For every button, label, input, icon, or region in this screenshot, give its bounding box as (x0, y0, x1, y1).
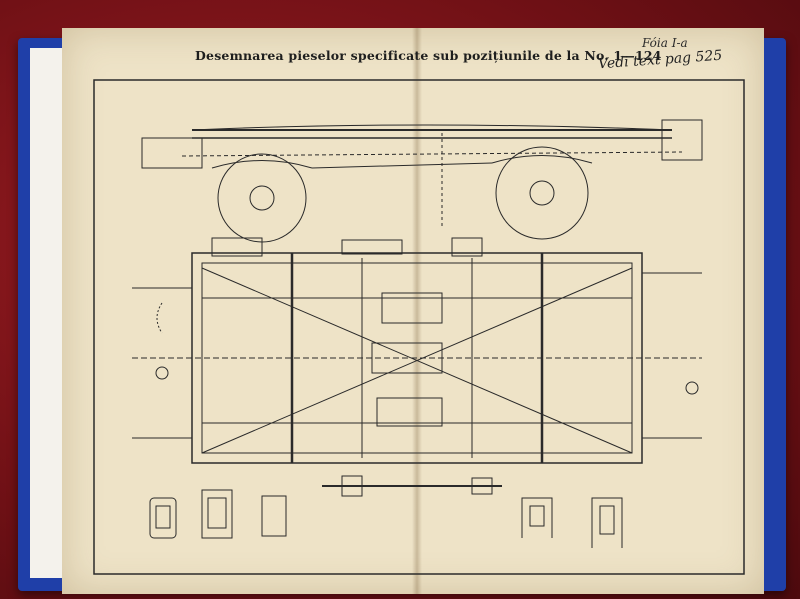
technical-drawing (93, 79, 745, 575)
book-gutter (412, 28, 422, 594)
detail-sketches (149, 475, 623, 548)
sheet-label: Fóia I-a (642, 36, 688, 50)
plan-view (132, 237, 702, 464)
open-book-spread (62, 28, 764, 594)
side-elevation (141, 119, 703, 243)
drawing-frame (93, 79, 745, 575)
drawing-title: Desemnarea pieselor specificate sub pozi… (195, 48, 662, 63)
